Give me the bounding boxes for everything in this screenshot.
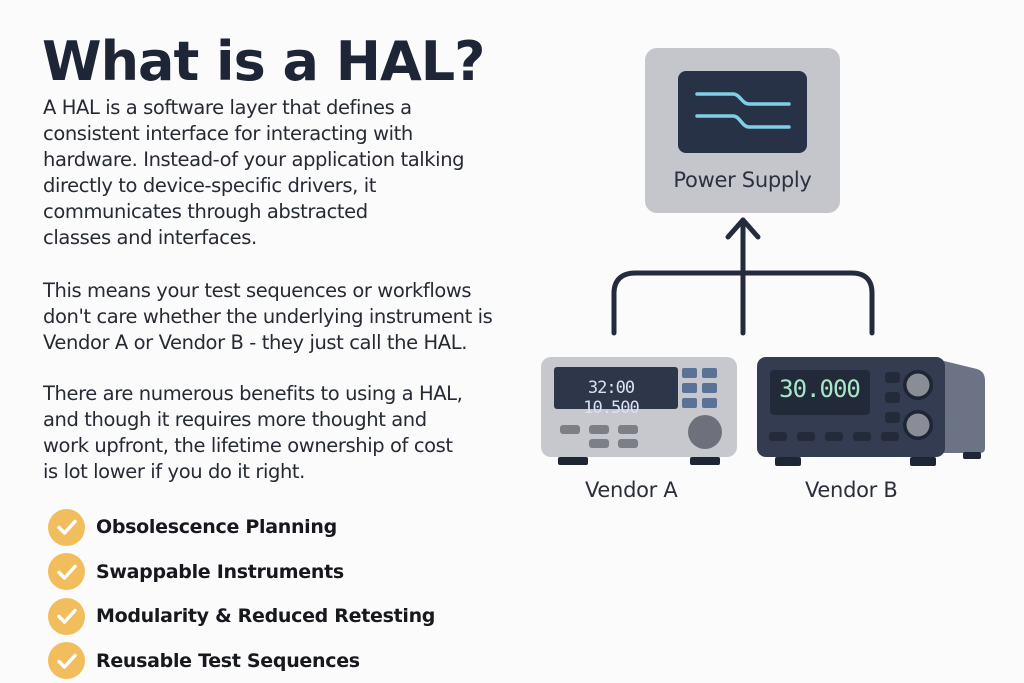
text-line: Vendor A or Vendor B - they just call th…: [43, 331, 467, 354]
merge-arrow-icon: [611, 217, 875, 336]
intro-paragraph: A HAL is a software layer that defines a…: [43, 95, 465, 251]
benefit-label: Swappable Instruments: [96, 560, 344, 583]
benefits-list: Obsolescence Planning Swappable Instrume…: [48, 505, 435, 683]
benefit-item: Obsolescence Planning: [48, 505, 435, 550]
benefits-paragraph: There are numerous benefits to using a H…: [43, 381, 463, 485]
text-line: communicates through abstracted: [43, 200, 368, 223]
vendor-b-instrument: [757, 357, 985, 466]
text-line: work upfront, the lifetime ownership of …: [43, 434, 453, 457]
vendor-b-label: Vendor B: [805, 478, 898, 502]
text-line: directly to device-specific drivers, it: [43, 174, 377, 197]
text-line: There are numerous benefits to using a H…: [43, 382, 463, 405]
benefit-item: Swappable Instruments: [48, 550, 435, 595]
page-title: What is a HAL?: [42, 30, 485, 93]
check-circle-icon: [48, 553, 85, 591]
text-line: A HAL is a software layer that defines a: [43, 96, 412, 119]
text-line: consistent interface for interacting wit…: [43, 122, 413, 145]
text-line: This means your test sequences or workfl…: [43, 279, 472, 302]
power-waveform-icon: [695, 92, 791, 129]
vendor-b-display: 30.000: [779, 375, 861, 403]
check-circle-icon: [48, 508, 85, 546]
vendor-paragraph: This means your test sequences or workfl…: [43, 278, 493, 356]
benefit-item: Reusable Test Sequences: [48, 639, 435, 683]
text-line: don't care whether the underlying instru…: [43, 305, 493, 328]
text-line: classes and interfaces.: [43, 226, 257, 249]
power-supply-screen: [678, 71, 807, 153]
text-line: is lot lower if you do it right.: [43, 460, 305, 483]
text-line: and though it requires more thought and: [43, 408, 427, 431]
power-supply-block: Power Supply: [645, 48, 840, 213]
check-circle-icon: [48, 642, 85, 680]
benefit-item: Modularity & Reduced Retesting: [48, 594, 435, 639]
vendor-a-display: 32:00 10.500: [583, 378, 639, 418]
power-supply-label: Power Supply: [673, 168, 812, 192]
benefit-label: Obsolescence Planning: [96, 516, 337, 539]
check-circle-icon: [48, 597, 85, 635]
benefit-label: Modularity & Reduced Retesting: [96, 605, 436, 628]
text-line: hardware. Instead-of your application ta…: [43, 148, 465, 171]
vendor-a-instrument: [541, 357, 737, 465]
vendor-a-label: Vendor A: [585, 478, 678, 502]
benefit-label: Reusable Test Sequences: [96, 649, 360, 672]
